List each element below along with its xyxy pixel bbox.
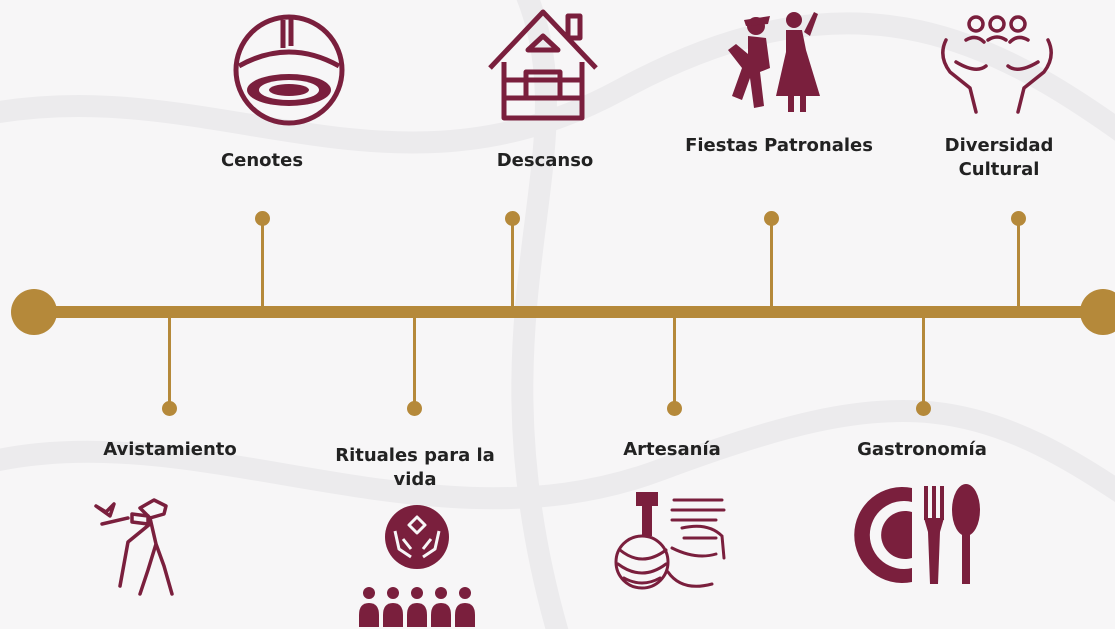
timeline-stem bbox=[413, 316, 416, 406]
timeline-pin bbox=[916, 401, 931, 416]
timeline-start-dot bbox=[11, 289, 57, 335]
item-label-diversidad-cultural: Diversidad Cultural bbox=[944, 135, 1054, 180]
item-label-avistamiento: Avistamiento bbox=[103, 439, 237, 460]
timeline-pin bbox=[407, 401, 422, 416]
timeline-pin bbox=[255, 211, 270, 226]
dinnerware-icon bbox=[854, 484, 980, 584]
community-hands-icon bbox=[941, 15, 1053, 114]
timeline-pin bbox=[667, 401, 682, 416]
item-label-artesania: Artesanía bbox=[623, 439, 721, 460]
timeline-stem bbox=[261, 218, 264, 308]
timeline-stem bbox=[511, 218, 514, 308]
timeline-stem bbox=[168, 316, 171, 406]
item-label-descanso: Descanso bbox=[496, 150, 594, 171]
item-label-rituales-para-la-vida: Rituales para la vida bbox=[335, 445, 495, 490]
timeline-pin bbox=[505, 211, 520, 226]
timeline-stem bbox=[922, 316, 925, 406]
timeline-pin bbox=[1011, 211, 1026, 226]
item-label-gastronomia: Gastronomía bbox=[857, 439, 987, 460]
birdwatcher-icon bbox=[94, 498, 174, 596]
item-label-fiestas-patronales: Fiestas Patronales bbox=[685, 135, 873, 156]
timeline-line bbox=[34, 306, 1094, 318]
crafts-icon bbox=[614, 492, 726, 590]
timeline-pin bbox=[764, 211, 779, 226]
cenote-icon bbox=[233, 14, 345, 126]
timeline-stem bbox=[1017, 218, 1020, 308]
timeline-stem bbox=[673, 316, 676, 406]
item-label-cenotes: Cenotes bbox=[220, 150, 304, 171]
timeline-stem bbox=[770, 218, 773, 308]
cabin-icon bbox=[488, 9, 598, 121]
dancers-icon bbox=[728, 12, 820, 112]
timeline-pin bbox=[162, 401, 177, 416]
ritual-icon bbox=[359, 505, 475, 627]
timeline-end-dot bbox=[1080, 289, 1115, 335]
